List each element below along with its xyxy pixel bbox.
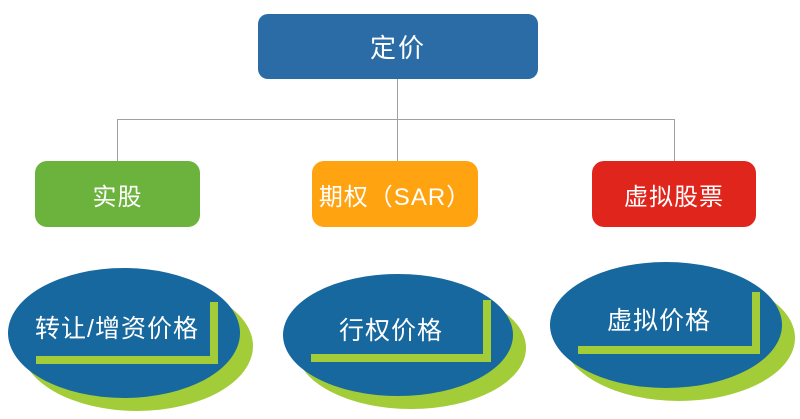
- node-transfer-capital-price[interactable]: 转让/增资价格: [8, 268, 254, 412]
- node-pricing[interactable]: 定价: [258, 14, 538, 79]
- ellipse-body: 转让/增资价格: [8, 268, 240, 398]
- node-real-stock[interactable]: 实股: [35, 161, 200, 227]
- node-option-sar[interactable]: 期权（SAR）: [312, 161, 478, 227]
- node-exercise-price[interactable]: 行权价格: [283, 274, 527, 410]
- connector-drop-right: [674, 119, 675, 162]
- node-virtual-price-label: 虚拟价格: [606, 307, 711, 336]
- corner-bracket: [578, 292, 760, 354]
- node-virtual-stock-label: 虚拟股票: [624, 183, 724, 211]
- ellipse-body: 行权价格: [283, 274, 513, 396]
- corner-bracket: [36, 302, 218, 364]
- node-virtual-price[interactable]: 虚拟价格: [550, 262, 796, 402]
- node-virtual-stock[interactable]: 虚拟股票: [592, 161, 756, 227]
- corner-bracket: [311, 300, 491, 362]
- node-exercise-price-label: 行权价格: [338, 317, 443, 346]
- node-option-sar-label: 期权（SAR）: [318, 183, 472, 211]
- node-transfer-capital-price-label: 转让/增资价格: [35, 315, 199, 344]
- connector-drop-left: [117, 119, 118, 162]
- connector-horizontal: [117, 119, 675, 120]
- ellipse-body: 虚拟价格: [550, 262, 782, 388]
- node-real-stock-label: 实股: [92, 183, 143, 211]
- connector-root-to-middle: [397, 79, 398, 162]
- node-pricing-label: 定价: [369, 33, 426, 63]
